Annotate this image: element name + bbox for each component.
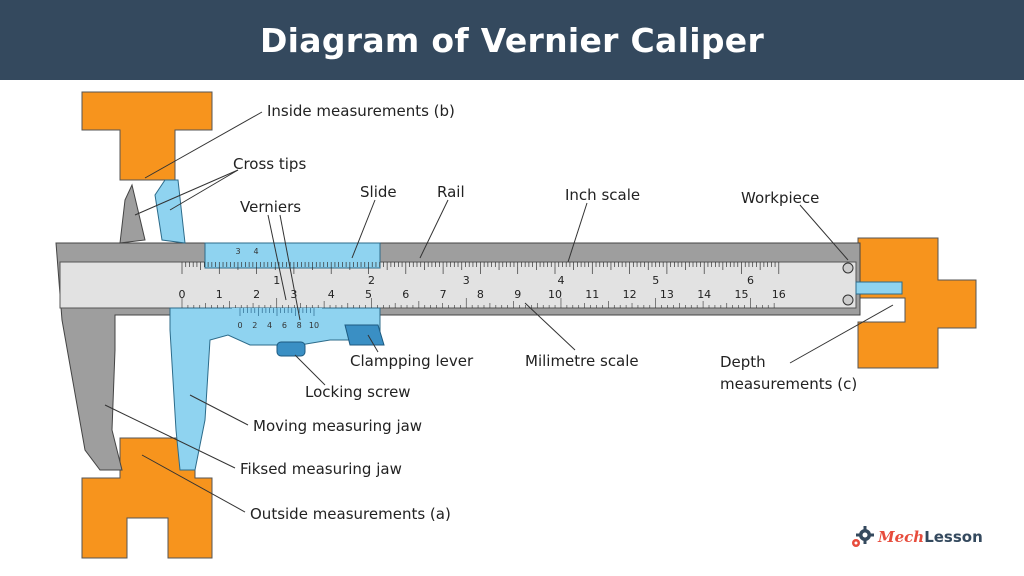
mm-number: 4: [328, 288, 335, 301]
moving-cross-tip: [154, 179, 186, 244]
logo-lesson: Lesson: [924, 528, 983, 546]
inch-number: 4: [557, 274, 564, 287]
leader-inch: [567, 202, 588, 263]
label-moving-jaw: Moving measuring jaw: [253, 417, 422, 435]
leader-clamp: [367, 334, 379, 353]
inch-numbers: 1 2 3 4 5 6: [273, 274, 754, 287]
inch-ticks: [181, 298, 775, 308]
vernier-number: 6: [282, 321, 287, 330]
title-banner: Diagram of Vernier Caliper: [0, 0, 1024, 80]
mechlesson-logo: MechLesson: [848, 524, 983, 550]
label-inch-scale: Inch scale: [565, 186, 640, 204]
depth-workpiece: [857, 237, 977, 369]
leader-vernier-1: [267, 214, 287, 301]
vernier-top-number: 3: [235, 247, 240, 256]
vernier-ticks: [239, 308, 315, 316]
mm-number: 5: [365, 288, 372, 301]
mm-number: 15: [735, 288, 749, 301]
mm-number: 1: [216, 288, 223, 301]
vernier-number: 0: [237, 321, 242, 330]
leader-workpiece: [799, 204, 849, 261]
label-locking-screw: Locking screw: [305, 383, 411, 401]
mm-number: 14: [697, 288, 711, 301]
leader-milimetre: [524, 302, 576, 351]
label-slide: Slide: [360, 183, 397, 201]
inch-number: 1: [273, 274, 280, 287]
gear-icon: [852, 526, 874, 547]
mm-number: 12: [623, 288, 637, 301]
leader-cross-2: [169, 169, 239, 211]
label-fixed-jaw: Fiksed measuring jaw: [240, 460, 402, 478]
leader-fixed: [104, 404, 236, 469]
screw-top: [842, 262, 854, 274]
leader-outside: [141, 454, 246, 513]
inch-number: 5: [652, 274, 659, 287]
label-depth-1: Depth: [720, 353, 766, 371]
inside-workpiece: [81, 91, 213, 236]
label-milimetre-scale: Milimetre scale: [525, 352, 639, 370]
page-title: Diagram of Vernier Caliper: [259, 20, 765, 60]
leader-cross-1: [134, 169, 239, 216]
leader-locking: [294, 354, 326, 386]
mm-number: 6: [402, 288, 409, 301]
inch-number: 2: [368, 274, 375, 287]
mm-number: 2: [253, 288, 260, 301]
vernier-number: 10: [309, 321, 319, 330]
moving-jaw-body: [204, 242, 381, 269]
fixed-cross-tip: [119, 183, 146, 244]
label-inside-measurements: Inside measurements (b): [267, 102, 455, 120]
leader-vernier-2: [279, 214, 301, 321]
main-beam: [59, 261, 857, 309]
label-workpiece: Workpiece: [741, 189, 819, 207]
millimetre-ticks: [181, 262, 780, 274]
label-outside-measurements: Outside measurements (a): [250, 505, 451, 523]
mm-number: 8: [477, 288, 484, 301]
vernier-number: 4: [267, 321, 272, 330]
clamping-lever: [344, 324, 385, 346]
mm-number: 7: [440, 288, 447, 301]
label-cross-tips: Cross tips: [233, 155, 306, 173]
label-depth-2: measurements (c): [720, 375, 857, 393]
mm-number: 11: [585, 288, 599, 301]
logo-mech: Mech: [878, 528, 925, 546]
locking-screw: [276, 341, 306, 357]
mm-number: 13: [660, 288, 674, 301]
leader-moving: [189, 394, 249, 426]
screw-bottom: [842, 294, 854, 306]
label-clamping-lever: Clampping lever: [350, 352, 474, 370]
inch-number: 3: [463, 274, 470, 287]
inch-number: 6: [747, 274, 754, 287]
vernier-numbers: 0 2 4 6 8 10 3 4: [235, 247, 319, 330]
leader-lines: [104, 111, 894, 513]
leader-depth: [789, 304, 894, 364]
vernier-number: 8: [297, 321, 302, 330]
mm-number: 9: [514, 288, 521, 301]
vernier-number: 2: [252, 321, 257, 330]
leader-inside: [144, 111, 263, 179]
mm-number: 0: [179, 288, 186, 301]
label-rail: Rail: [437, 183, 465, 201]
vernier-top-number: 4: [253, 247, 258, 256]
leader-rail: [419, 199, 449, 259]
mm-number: 3: [290, 288, 297, 301]
mm-number: 10: [548, 288, 562, 301]
label-verniers: Verniers: [240, 198, 301, 216]
depth-rod: [855, 281, 903, 295]
mm-number: 16: [772, 288, 786, 301]
leader-slide: [351, 199, 376, 259]
